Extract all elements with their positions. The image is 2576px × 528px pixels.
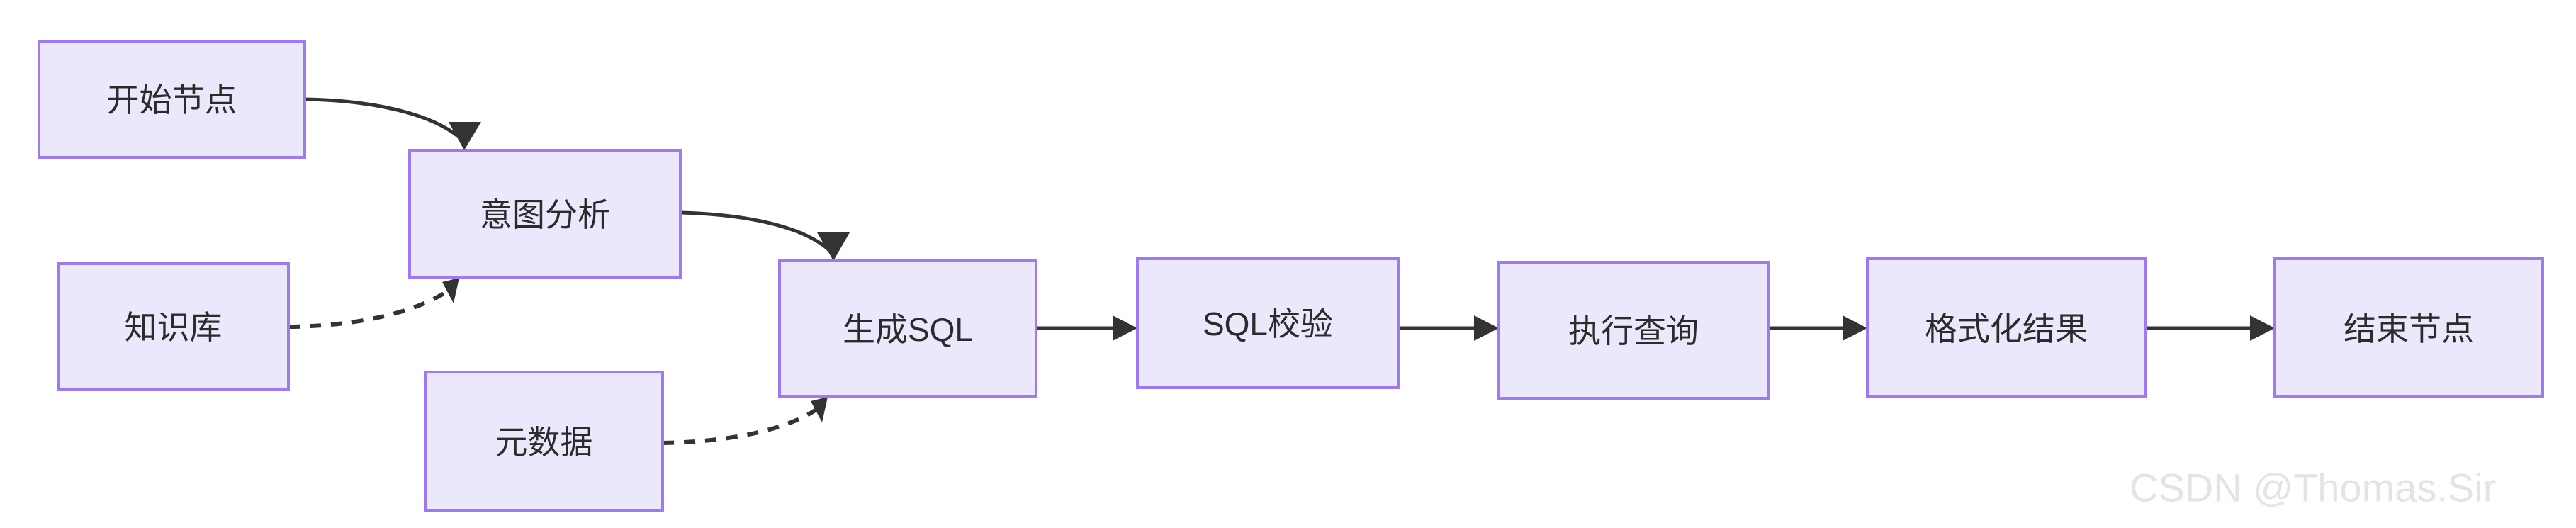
edge-gensql-to-checksql [1036,315,1137,341]
node-label: SQL校验 [1203,305,1333,342]
arrowhead-icon [1474,315,1499,341]
edge-formatres-to-end [2145,315,2275,341]
node-sql-validation[interactable]: SQL校验 [1136,257,1400,389]
node-label: 结束节点 [2344,310,2474,347]
arrowhead-icon [1843,315,1867,341]
node-shape[interactable] [2273,257,2544,398]
arrowhead-icon [817,232,850,261]
watermark-text: CSDN @Thomas.Sir [2130,466,2496,510]
node-label: 生成SQL [843,311,973,348]
node-execute-query[interactable]: 执行查询 [1497,261,1770,400]
node-shape[interactable] [1866,257,2147,398]
node-knowledge-base[interactable]: 知识库 [57,262,290,391]
node-intent-analysis[interactable]: 意图分析 [408,149,682,279]
arrowhead-icon [811,397,828,422]
edge-runquery-to-formatres [1768,315,1867,341]
node-label: 开始节点 [107,82,237,118]
edge-path [662,403,823,445]
node-shape[interactable] [408,149,682,279]
node-shape[interactable] [778,259,1037,398]
arrowhead-icon [442,278,459,303]
node-shape[interactable] [424,371,664,512]
node-label: 知识库 [125,309,223,346]
edge-metadata-to-gensql [662,397,828,445]
arrowhead-icon [449,122,481,150]
node-shape[interactable] [1497,261,1770,400]
node-end[interactable]: 结束节点 [2273,257,2544,398]
arrowhead-icon [2250,315,2275,341]
node-format-result[interactable]: 格式化结果 [1866,257,2147,398]
edge-path [680,210,834,255]
node-label: 元数据 [495,424,593,461]
node-label: 执行查询 [1568,313,1699,349]
edge-layer [288,97,2275,445]
node-generate-sql[interactable]: 生成SQL [778,259,1037,398]
node-metadata[interactable]: 元数据 [424,371,664,512]
arrowhead-icon [1113,315,1137,341]
node-start[interactable]: 开始节点 [38,40,306,159]
node-layer: 开始节点 意图分析 知识库 元数据 生成SQL SQL校验 [38,40,2544,512]
node-shape[interactable] [38,40,306,159]
edge-intent-to-gensql [680,210,850,261]
node-shape[interactable] [1136,257,1400,389]
node-label: 意图分析 [480,196,610,233]
edge-kb-to-intent [288,278,459,329]
edge-checksql-to-runquery [1398,315,1499,341]
edge-path [288,285,455,329]
edge-path [304,97,466,143]
node-label: 格式化结果 [1925,310,2088,347]
edge-start-to-intent [304,97,481,150]
node-shape[interactable] [57,262,290,391]
